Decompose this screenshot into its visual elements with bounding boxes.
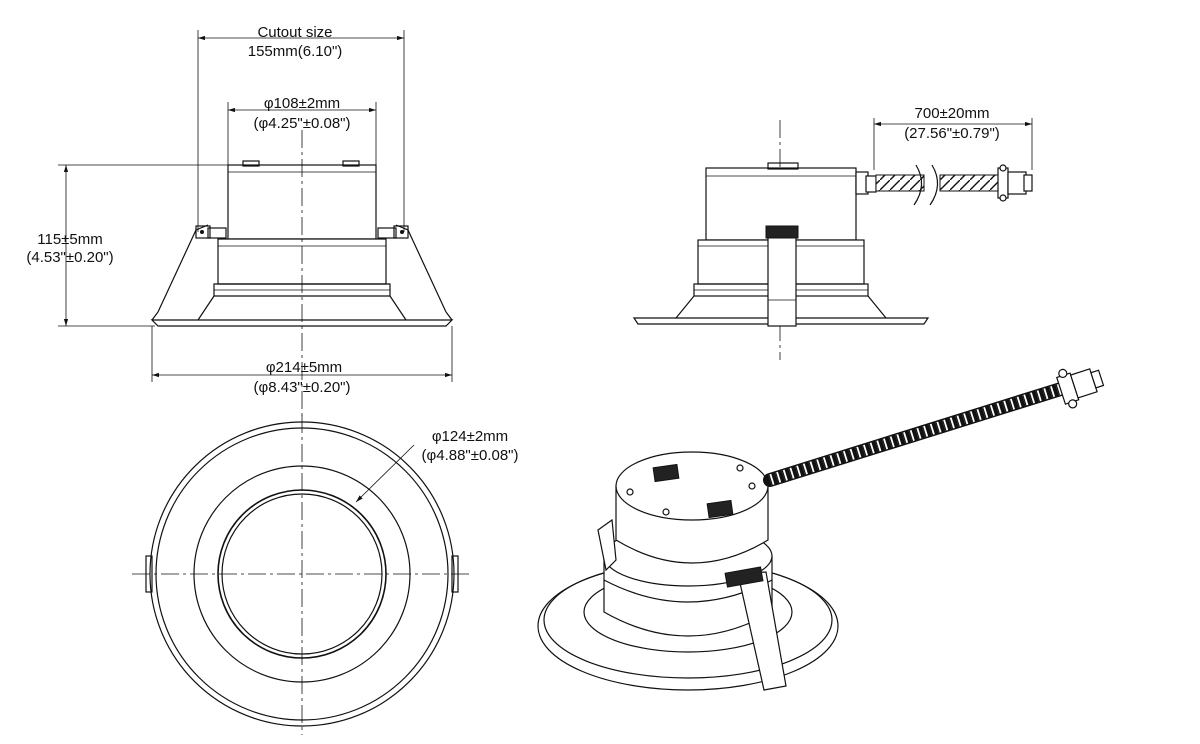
flange-diameter-mm: φ214±5mm xyxy=(266,359,342,376)
lens-leader-line xyxy=(355,444,415,503)
side-elevation-view: 700±20mm (27.56"±0.79") xyxy=(632,105,1033,360)
iso-cable xyxy=(768,382,1066,486)
bottom-plan-view: φ124±2mm (φ4.88"±0.08") xyxy=(132,415,519,735)
lens-diameter-in: (φ4.88"±0.08") xyxy=(422,447,519,464)
spring-clip xyxy=(767,227,797,327)
front-elevation-view: Cutout size 155mm(6.10") φ108±2mm (φ4.25… xyxy=(26,24,454,420)
height-mm: 115±5mm xyxy=(37,231,102,248)
lens-diameter-mm: φ124±2mm xyxy=(432,428,508,445)
cutout-label: Cutout size xyxy=(257,24,332,41)
cable-segment-2 xyxy=(939,174,999,192)
flange-edge xyxy=(150,319,454,327)
cable-segment-1 xyxy=(875,174,925,192)
cable-length-in: (27.56"±0.79") xyxy=(904,125,1000,142)
cable-length-mm: 700±20mm xyxy=(915,105,990,122)
top-diameter-mm: φ108±2mm xyxy=(264,95,340,112)
top-diameter-in: (φ4.25"±0.08") xyxy=(254,115,351,132)
height-in: (4.53"±0.20") xyxy=(26,249,113,266)
iso-housing-top xyxy=(615,451,769,521)
cutout-value: 155mm(6.10") xyxy=(248,43,343,60)
flange-diameter-in: (φ8.43"±0.20") xyxy=(254,379,351,396)
isometric-view xyxy=(537,368,1105,691)
